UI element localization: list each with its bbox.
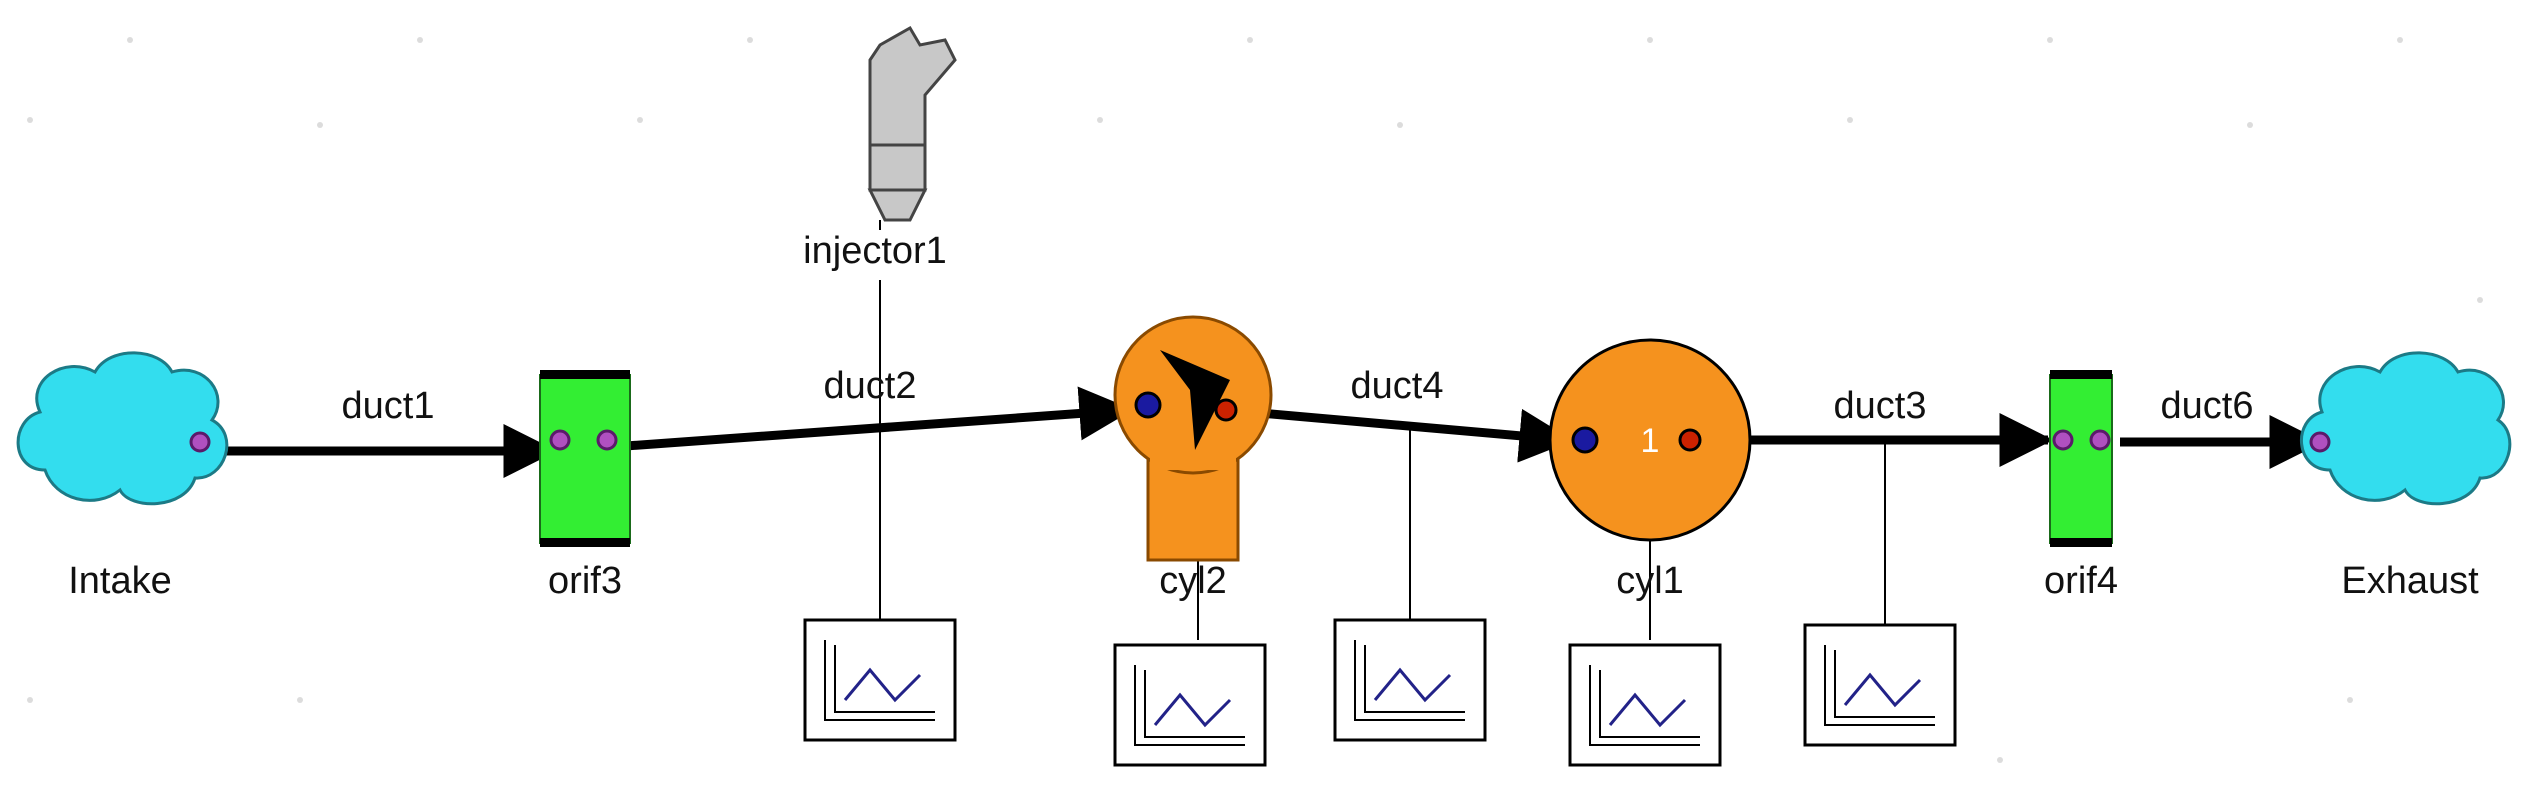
cyl2-label: cyl2 [1159, 560, 1227, 602]
exhaust-cloud-icon[interactable] [2299, 351, 2512, 506]
duct4-label: duct4 [1350, 365, 1444, 407]
monitor-duct4[interactable] [1333, 618, 1487, 742]
duct3-label: duct3 [1833, 385, 1927, 427]
duct2-line[interactable] [611, 386, 1134, 452]
intake-label: Intake [68, 560, 172, 602]
monitor-connectors [879, 220, 1886, 640]
orif3-icon[interactable] [539, 370, 631, 547]
injector1-label: injector1 [803, 230, 947, 272]
cyl1-index-label: 1 [1641, 422, 1660, 460]
orif4-icon[interactable] [2049, 370, 2113, 547]
cyl1-icon[interactable]: 1 [1548, 338, 1752, 542]
exhaust-port [2309, 431, 2331, 453]
cyl1-label: cyl1 [1616, 560, 1684, 602]
duct4-line[interactable] [1225, 405, 1574, 463]
exhaust-label: Exhaust [2341, 560, 2479, 602]
orif3-label: orif3 [548, 560, 622, 602]
monitor-duct2[interactable] [803, 618, 957, 742]
duct1-label: duct1 [341, 385, 435, 427]
duct6-label: duct6 [2160, 385, 2254, 427]
intake-cloud-icon[interactable] [16, 351, 229, 506]
orif4-label: orif4 [2044, 560, 2118, 602]
monitor-duct3[interactable] [1803, 623, 1957, 747]
injector1-icon[interactable] [867, 25, 957, 222]
cyl2-icon[interactable] [1113, 315, 1273, 562]
intake-port [189, 431, 211, 453]
monitor-cyl2[interactable] [1113, 643, 1267, 767]
duct2-label: duct2 [823, 365, 917, 407]
monitor-cyl1[interactable] [1568, 643, 1722, 767]
